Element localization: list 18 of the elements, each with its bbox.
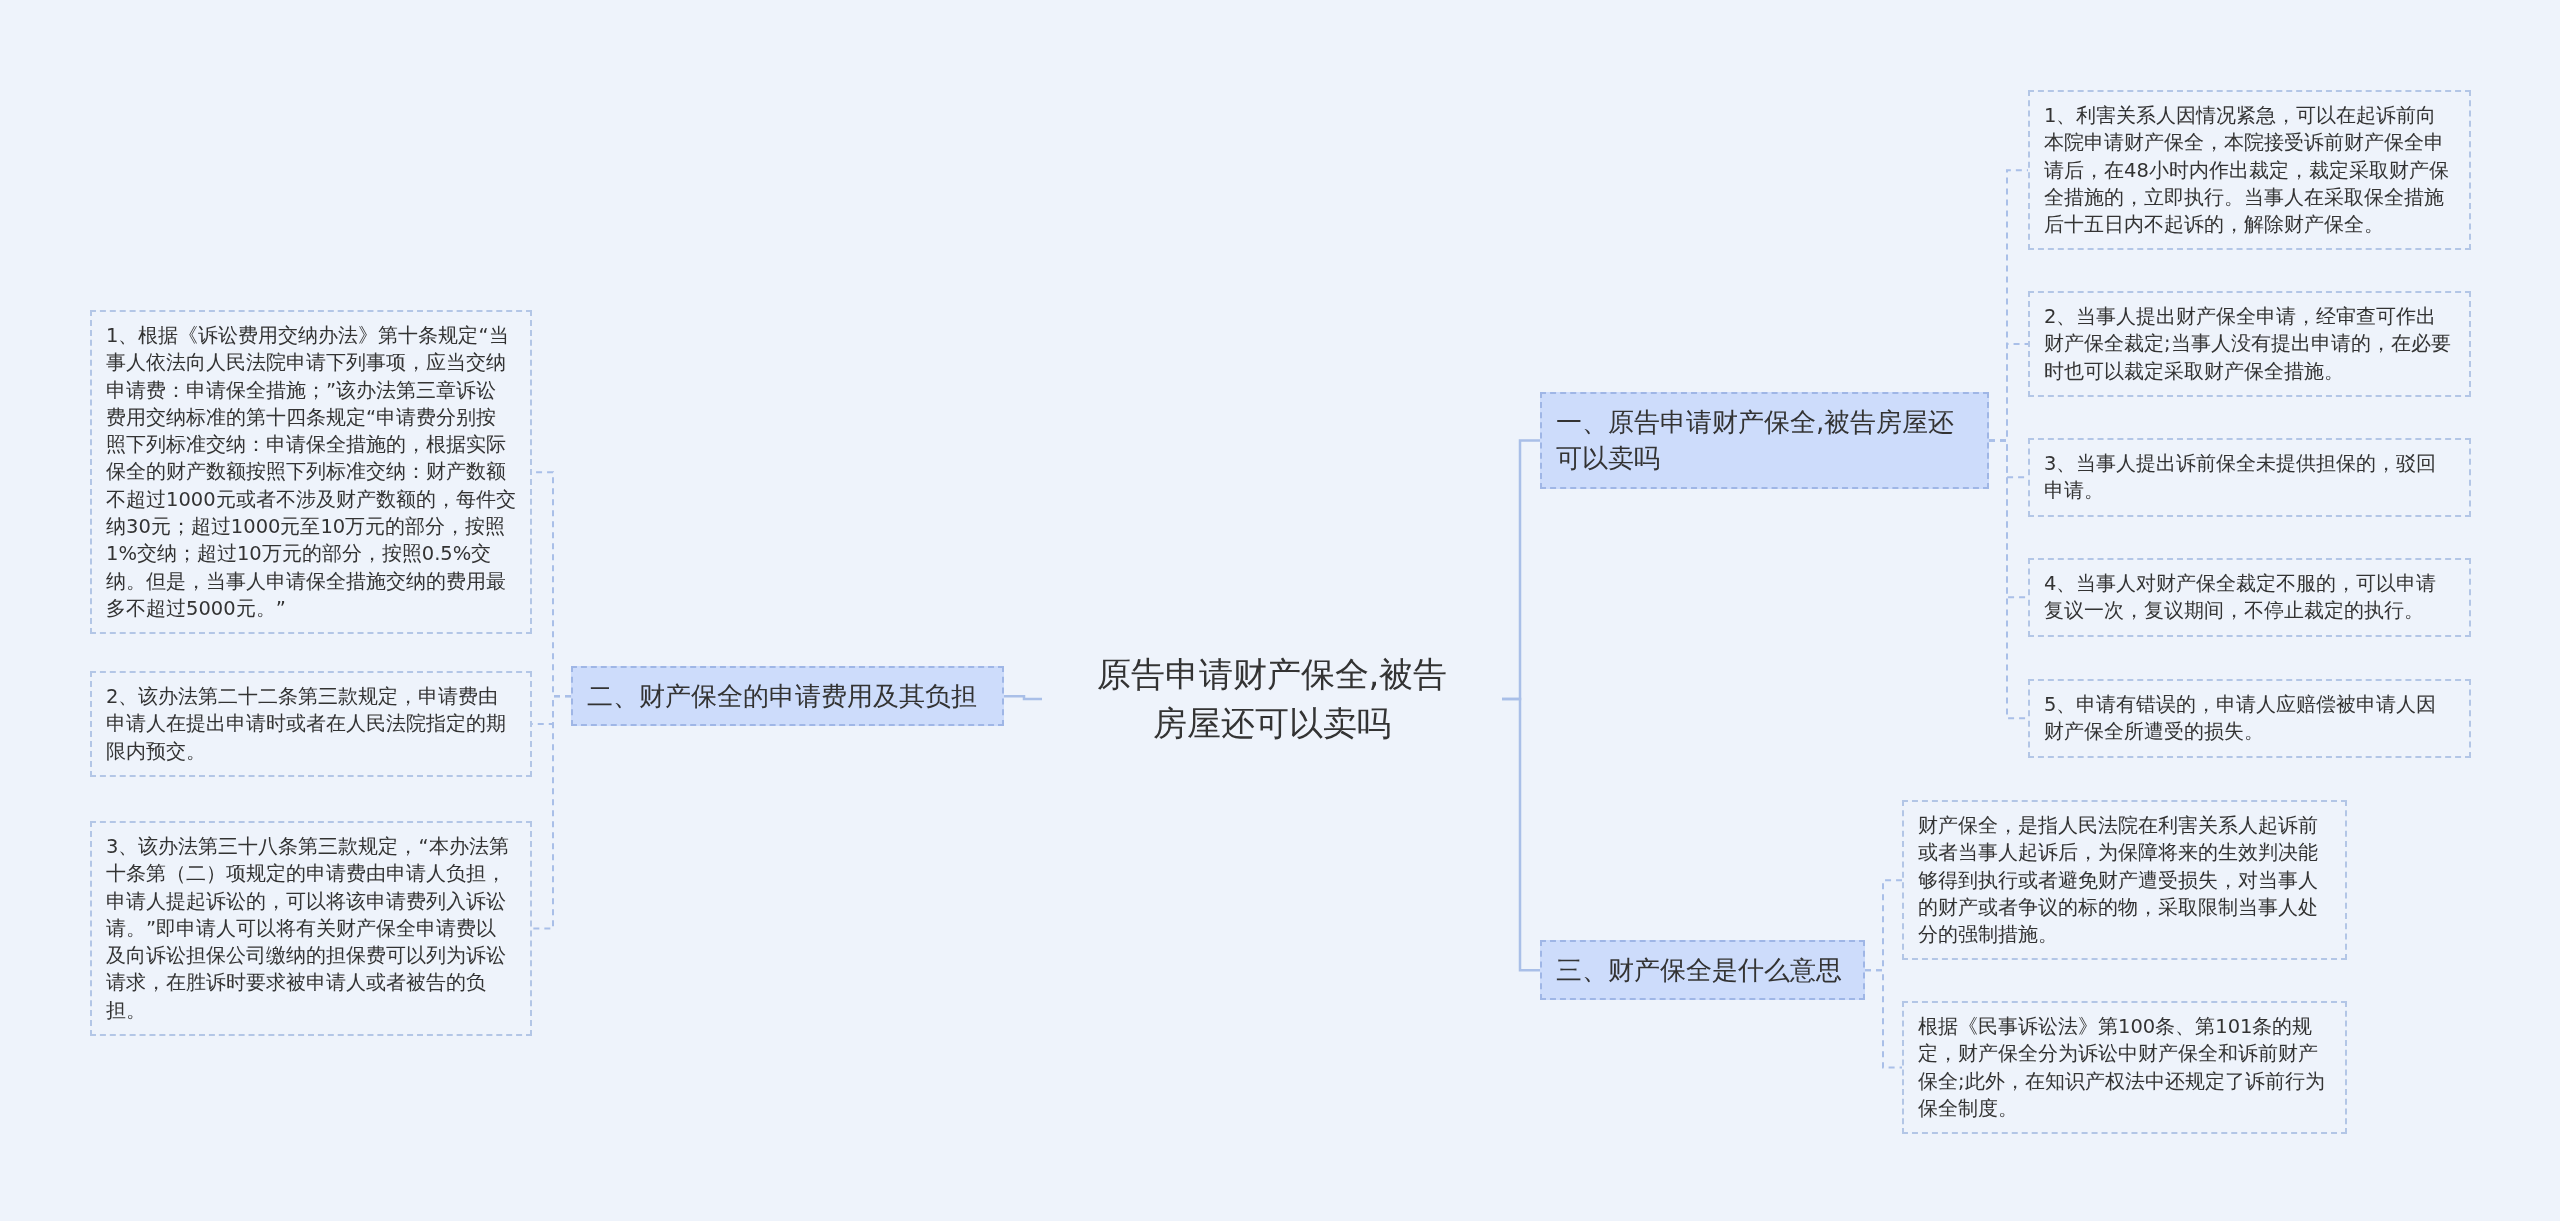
text-box: 根据《民事诉讼法》第100条、第101条的规定，财产保全分为诉讼中财产保全和诉前财产保全;此外，在知识产权法中还规定了诉前行为保全制度。	[1902, 1001, 2347, 1135]
text-box: 1、根据《诉讼费用交纳办法》第十条规定“当事人依法向人民法院申请下列事项，应当交纳申请费：申请保全措施；”该办法第三章诉讼费用交纳标准的第十四条规定“申请费分别按照下列标准交纳：申请保全措施的，根据实际保全的财产数额按照下列标准交纳：财产数额不超过1000元或者不涉及财产数额的，每件交纳30元；超过1000元至10万元的部分，按照1%交纳；超过10万元的部分，按照0.5%交纳。但是，当事人申请保全措施交纳的费用最多不超过5000元。”	[90, 310, 532, 635]
text-box: 5、申请有错误的，申请人应赔偿被申请人因财产保全所遭受的损失。	[2028, 679, 2471, 758]
text-box: 4、当事人对财产保全裁定不服的，可以申请复议一次，复议期间，不停止裁定的执行。	[2028, 558, 2471, 637]
text-box: 3、当事人提出诉前保全未提供担保的，驳回申请。	[2028, 438, 2471, 517]
topic-box: 一、原告申请财产保全,被告房屋还可以卖吗	[1540, 392, 1989, 489]
text-box: 1、利害关系人因情况紧急，可以在起诉前向本院申请财产保全，本院接受诉前财产保全申请后，在48小时内作出裁定，裁定采取财产保全措施的，立即执行。当事人在采取保全措施后十五日内不起诉的，解除财产保全。	[2028, 90, 2471, 251]
text-box: 3、该办法第三十八条第三款规定，“本办法第十条第（二）项规定的申请费由申请人负担，申请人提起诉讼的，可以将该申请费列入诉讼请。”即申请人可以将有关财产保全申请费以及向诉讼担保公司缴纳的担保费可以列为诉讼请求，在胜诉时要求被申请人或者被告的负担。	[90, 821, 532, 1037]
text-box: 2、当事人提出财产保全申请，经审查可作出财产保全裁定;当事人没有提出申请的，在必要时也可以裁定采取财产保全措施。	[2028, 291, 2471, 397]
connector	[1004, 694, 1042, 701]
text-box: 财产保全，是指人民法院在利害关系人起诉前或者当事人起诉后，为保障将来的生效判决能够得到执行或者避免财产遭受损失，对当事人的财产或者争议的标的物，采取限制当事人处分的强制措施。	[1902, 800, 2347, 961]
connector	[1502, 697, 1540, 972]
central-topic: 原告申请财产保全,被告房屋还可以卖吗	[1042, 632, 1502, 766]
topic-box: 二、财产保全的申请费用及其负担	[571, 666, 1004, 727]
connector	[531, 695, 572, 930]
topic-box: 三、财产保全是什么意思	[1540, 940, 1865, 1001]
connector	[1864, 969, 1903, 1069]
text-box: 2、该办法第二十二条第三款规定，申请费由申请人在提出申请时或者在人民法院指定的期限内预交。	[90, 671, 532, 777]
